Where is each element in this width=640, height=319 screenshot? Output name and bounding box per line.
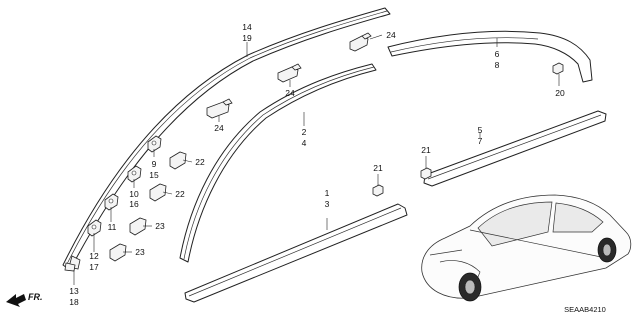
callout-6: 6 xyxy=(495,49,500,59)
clip-9-15 xyxy=(147,135,162,153)
roof-molding-end-cap xyxy=(64,255,81,272)
callout-1: 1 xyxy=(325,188,330,198)
callout-21-sill: 21 xyxy=(373,163,383,173)
callout-13: 13 xyxy=(69,286,79,296)
callout-11: 11 xyxy=(108,222,117,232)
callout-7: 7 xyxy=(478,136,483,146)
callout-8: 8 xyxy=(495,60,500,70)
callout-2: 2 xyxy=(302,127,307,137)
rear-roof-garnish xyxy=(387,30,593,83)
leader-lines xyxy=(73,34,560,285)
clip-23-lower xyxy=(109,243,127,262)
callout-15: 15 xyxy=(149,170,159,180)
clip-24-middle xyxy=(277,63,302,83)
callout-9: 9 xyxy=(152,159,157,169)
clip-24-lower xyxy=(206,98,233,119)
clip-10-16 xyxy=(127,165,142,183)
callout-17: 17 xyxy=(89,262,99,272)
callout-24-lower: 24 xyxy=(214,123,224,133)
callout-22-upper: 22 xyxy=(195,157,205,167)
door-sash-molding xyxy=(423,110,607,187)
callout-23-upper: 23 xyxy=(155,221,165,231)
callout-21-door: 21 xyxy=(421,145,431,155)
clip-21-door xyxy=(420,167,432,180)
clip-22-upper xyxy=(169,151,187,170)
clip-12-17 xyxy=(87,219,102,237)
clip-21-sill xyxy=(372,184,384,197)
clip-24-top xyxy=(349,32,372,52)
clip-23-upper xyxy=(129,217,147,236)
callout-10: 10 xyxy=(129,189,139,199)
callout-5: 5 xyxy=(478,125,483,135)
callout-18: 18 xyxy=(69,297,79,307)
side-sill-garnish xyxy=(184,203,408,303)
clip-20 xyxy=(552,62,564,75)
callout-12: 12 xyxy=(89,251,99,261)
front-direction-arrow-icon xyxy=(6,294,26,307)
clip-22-lower xyxy=(149,183,167,202)
callout-19: 19 xyxy=(242,33,252,43)
callout-20: 20 xyxy=(555,88,565,98)
drip-molding xyxy=(179,63,377,263)
callout-24-top: 24 xyxy=(386,30,396,40)
callout-4: 4 xyxy=(302,138,307,148)
callout-24-middle: 24 xyxy=(285,88,295,98)
callout-numbers: 14 19 24 24 24 6 8 20 2 4 5 7 9 15 22 22… xyxy=(69,22,565,307)
callout-23-lower: 23 xyxy=(135,247,145,257)
callout-22-lower: 22 xyxy=(175,189,185,199)
callout-3: 3 xyxy=(325,199,330,209)
clip-11 xyxy=(104,193,119,211)
car-illustration xyxy=(421,194,632,302)
roof-molding xyxy=(62,7,391,271)
callout-14: 14 xyxy=(242,22,252,32)
diagram-code: SEAAB4210 xyxy=(564,305,606,314)
front-direction-label: FR. xyxy=(28,292,43,302)
callout-16: 16 xyxy=(129,199,139,209)
